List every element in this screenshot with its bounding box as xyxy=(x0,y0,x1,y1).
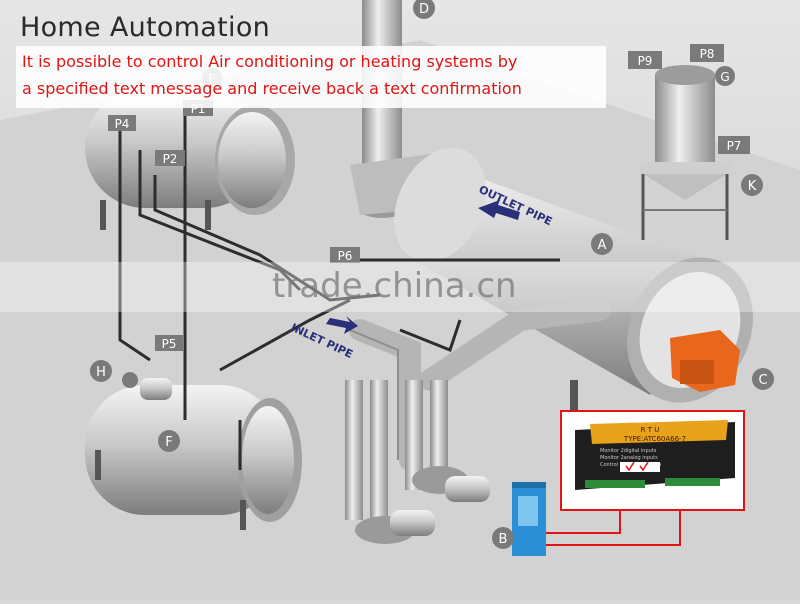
pump-columns xyxy=(345,380,448,520)
label-p6: P6 xyxy=(338,249,353,263)
rtu-connection-lines xyxy=(546,508,681,546)
label-k: K xyxy=(748,179,757,194)
label-b: B xyxy=(499,532,508,547)
page-title: Home Automation xyxy=(20,12,271,43)
watermark-text: trade.china.cn xyxy=(272,266,517,306)
inlet-arrow xyxy=(326,316,358,334)
boiler-a xyxy=(394,147,753,410)
label-f: F xyxy=(165,435,172,450)
burner xyxy=(670,330,740,392)
label-a: A xyxy=(598,238,607,253)
label-badges xyxy=(108,44,750,351)
label-p5: P5 xyxy=(162,337,177,351)
inlet-pipes-outline xyxy=(349,329,399,460)
label-h: H xyxy=(96,365,106,380)
label-c: C xyxy=(758,373,767,388)
label-p9: P9 xyxy=(638,54,653,68)
letter-badges xyxy=(90,0,774,549)
pump-2 xyxy=(412,466,490,502)
description-line-2: a specified text message and receive bac… xyxy=(22,79,522,98)
watermark-band: trade.china.cn xyxy=(0,262,800,312)
label-p8: P8 xyxy=(700,47,715,61)
rtu-name: R T U xyxy=(641,426,660,434)
rtu-callout: R T U TYPE:ATC60A66-7 Monitor 2digital i… xyxy=(560,410,745,511)
tank-f xyxy=(85,385,302,530)
label-g: G xyxy=(720,70,729,84)
rtu-type: TYPE:ATC60A66-7 xyxy=(623,435,686,443)
rtu-line1: Monitor 2digital inputs xyxy=(600,448,657,454)
label-p4: P4 xyxy=(115,117,130,131)
control-cabinet xyxy=(512,482,546,556)
label-d: D xyxy=(419,2,429,17)
description-line-1: It is possible to control Air conditioni… xyxy=(22,52,518,71)
outlet-arrow xyxy=(478,200,520,220)
label-p7: P7 xyxy=(727,139,742,153)
rtu-line2: Monitor 2analog inputs xyxy=(600,455,658,461)
pump-1 xyxy=(355,510,435,544)
label-p2: P2 xyxy=(163,152,178,166)
tank-g xyxy=(640,65,730,240)
motor-p5 xyxy=(122,372,172,400)
description-box: It is possible to control Air conditioni… xyxy=(16,46,606,108)
